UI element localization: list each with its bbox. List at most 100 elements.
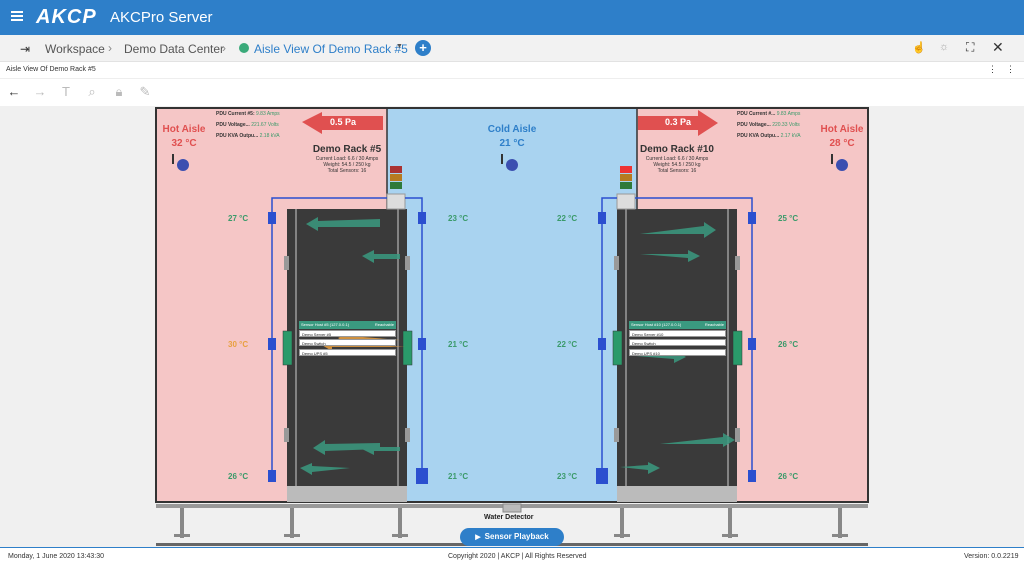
aisle-canvas: Hot Aisle 32 °C Cold Aisle 21 °C Hot Ais… [0,106,1024,547]
temp-right-in-bot[interactable]: 23 °C [557,472,578,481]
chevron-right-icon: › [222,41,226,55]
pdu-right-current-value: 9.83 Amps [776,111,801,117]
pdu-left-kva-value: 2.18 kVA [259,133,280,139]
hot-aisle-right-label: Hot Aisle [820,124,864,135]
status-dot-icon [239,43,249,53]
rack-right-weight: Weight: 54.5 / 250 kg [653,162,701,168]
pdu-left-voltage-value: 221.67 Volts [251,122,279,128]
sensor-playback-button[interactable]: ▶Sensor Playback [460,528,564,546]
temp-left-out-mid[interactable]: 30 °C [228,340,249,349]
pdu-right-current-label: PDU Current #... [737,111,776,117]
temp-left-in-bot[interactable]: 21 °C [448,472,469,481]
more-vert-icon-2[interactable]: ⋮ [1006,64,1015,74]
device-right-2[interactable]: Demo Switch [629,339,726,346]
hot-aisle-left-temp: 32 °C [171,138,197,149]
cold-aisle-bg [387,108,637,502]
close-icon[interactable]: ✕ [992,39,1004,55]
device-left-1[interactable]: Demo Server #5 [299,330,396,337]
rack-left-sensors: Total Sensors: 16 [327,168,367,174]
cold-aisle-temp: 21 °C [499,138,525,149]
rack-side-latches [284,256,740,442]
temp-right-in-mid[interactable]: 22 °C [557,340,578,349]
host-right-name: Sensor Host #10 (127.0.0.1) [631,322,682,327]
breadcrumb-current[interactable]: Aisle View Of Demo Rack #5 [254,42,408,56]
pdu-left-current-value: 9.83 Amps [256,111,280,117]
temp-right-out-mid[interactable]: 26 °C [778,340,799,349]
breadcrumb-workspace[interactable]: Workspace [45,42,105,56]
cold-aisle-label: Cold Aisle [487,124,537,135]
status-copyright: Copyright 2020 | AKCP | All Rights Reser… [448,553,587,560]
host-panel-left[interactable]: Sensor Host #5 (127.0.0.1) Reachable [299,321,396,329]
app-header: AKCP AKCPro Server [0,0,1024,35]
status-version: Version: 0.0.2219 [964,553,1019,560]
device-left-2[interactable]: Demo Switch [299,339,396,346]
rack-right-name[interactable]: Demo Rack #10 [640,144,714,155]
alarm-icon[interactable]: ☼ [939,41,950,53]
hot-aisle-left-label: Hot Aisle [162,124,206,135]
pdu-right-voltage-value: 220.33 Volts [772,122,800,128]
aisle-frame [155,107,869,503]
pressure-left-value: 0.5 Pa [330,117,357,127]
chevron-right-icon: › [108,41,112,55]
panel-title: Aisle View Of Demo Rack #5 [6,66,96,73]
host-left-name: Sensor Host #5 (127.0.0.1) [301,322,350,327]
rack-left-base [287,486,407,502]
fullscreen-icon[interactable]: ⛶ [966,40,975,54]
host-panel-right[interactable]: Sensor Host #10 (127.0.0.1) Reachable [629,321,726,329]
temp-left-in-mid[interactable]: 21 °C [448,340,469,349]
forward-arrow-icon[interactable]: → [33,84,47,99]
breadcrumb: ⇥ Workspace › Demo Data Center › Aisle V… [0,35,1024,62]
back-arrow-icon[interactable]: ← [7,84,21,99]
device-right-1[interactable]: Demo Server #10 [629,330,726,337]
pdu-right-voltage-label: PDU Voltage... [737,122,771,128]
temp-left-in-top[interactable]: 23 °C [448,214,469,223]
temp-right-in-top[interactable]: 22 °C [557,214,578,223]
edit-icon[interactable]: ✎ [139,84,151,99]
floor-supports [174,508,848,538]
pressure-right-value: 0.3 Pa [665,117,692,127]
temp-right-out-bot[interactable]: 26 °C [778,472,799,481]
pdu-left-kva-label: PDU KVA Outpu... [216,133,259,139]
sensor-wiring [271,197,753,476]
view-toolbar: ← → T ⌕ 🔒︎ ✎ [0,79,1024,106]
exit-icon[interactable]: ⇥ [20,42,31,56]
hot-aisle-right-temp: 28 °C [829,138,855,149]
pdu-right-kva-value: 2.17 kVA [780,133,801,139]
rack-left-weight: Weight: 54.5 / 250 kg [323,162,371,168]
caret-down-icon[interactable]: ▼ [396,43,403,50]
more-vert-icon[interactable]: ⋮ [988,64,997,74]
device-left-3[interactable]: Demo UPS #5 [299,349,396,356]
pressure-arrow-right [638,110,718,136]
water-detector-label[interactable]: Water Detector [484,514,534,521]
temp-left-out-top[interactable]: 27 °C [228,214,249,223]
rack-left-name[interactable]: Demo Rack #5 [312,144,382,155]
panel-header: Aisle View Of Demo Rack #5 ⋮ ⋮ [0,62,1024,79]
app-title: AKCPro Server [110,9,213,26]
akcp-logo: AKCP [36,6,97,28]
sensor-playback-label: Sensor Playback [484,532,549,541]
text-icon[interactable]: T [62,84,70,99]
temp-left-out-bot[interactable]: 26 °C [228,472,249,481]
status-bar: Monday, 1 June 2020 13:43:30 Copyright 2… [0,547,1024,565]
temp-right-out-top[interactable]: 25 °C [778,214,799,223]
device-right-3[interactable]: Demo UPS #10 [629,349,726,356]
host-right-status: Reachable [704,322,724,327]
menu-icon[interactable] [11,11,23,21]
pdu-left-voltage-label: PDU Voltage... [216,122,250,128]
pdu-units [282,330,743,366]
status-datetime: Monday, 1 June 2020 13:43:30 [8,553,105,560]
add-button[interactable]: + [415,40,431,56]
airflow-arrows [300,217,735,475]
lock-icon[interactable]: 🔒︎ [115,84,123,99]
rack-left-load: Current Load: 6.6 / 30 Amps [315,156,379,162]
pdu-right-kva-label: PDU KVA Outpu... [737,133,780,139]
breadcrumb-datacenter[interactable]: Demo Data Center [124,42,225,56]
sensor-nodes [268,212,756,484]
play-icon: ▶ [475,534,481,541]
touch-icon[interactable]: ☝ [912,42,926,54]
aisle-diagram [155,107,869,546]
search-icon[interactable]: ⌕ [88,84,96,99]
rack-right-sensors: Total Sensors: 16 [657,168,697,174]
rack-right-base [617,486,737,502]
water-detector-base [502,503,522,513]
